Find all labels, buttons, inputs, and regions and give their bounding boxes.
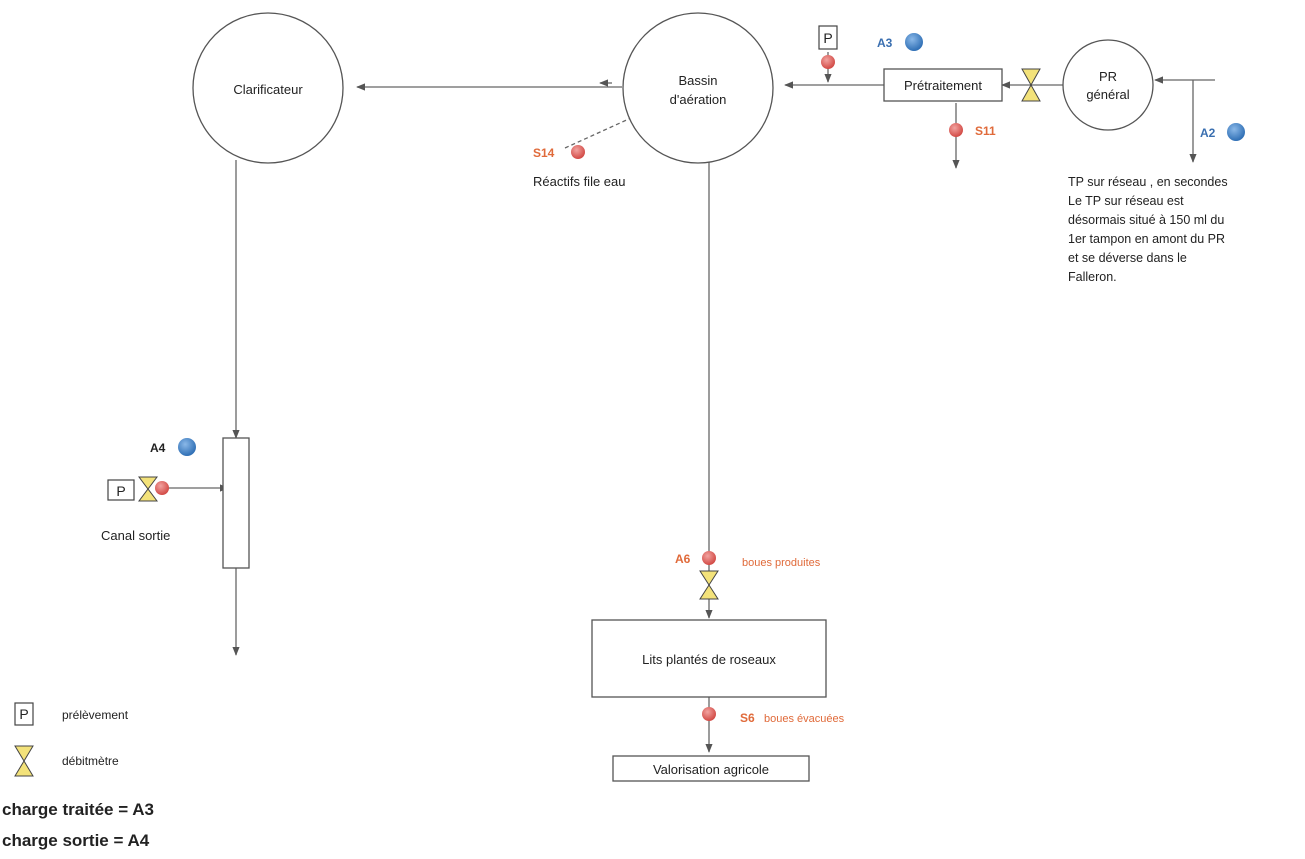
legend-prelevement-label: prélèvement	[62, 708, 129, 722]
svg-text:P: P	[116, 483, 125, 499]
pr-circle	[1062, 39, 1154, 131]
s14-point-icon	[571, 145, 585, 159]
flowmeter-icon-pretraitement	[1021, 68, 1041, 102]
bassin-circle	[622, 12, 774, 164]
a3-point-icon	[905, 33, 923, 51]
pr-label-line1: PR	[1099, 69, 1117, 84]
lits-label: Lits plantés de roseaux	[642, 652, 776, 667]
tp-note-line: Falleron.	[1068, 270, 1117, 284]
pretraitement-label: Prétraitement	[904, 78, 982, 93]
bassin-label-line1: Bassin	[678, 73, 717, 88]
boues-evacuees-label: boues évacuées	[764, 713, 845, 725]
a6-label: A6	[675, 552, 691, 566]
canal-sortie-box	[222, 437, 250, 569]
pr-label-line2: général	[1086, 87, 1129, 102]
canal-sample-point-icon	[155, 481, 169, 495]
tp-note: TP sur réseau , en secondes Le TP sur ré…	[1068, 175, 1228, 284]
boues-produites-label: boues produites	[742, 557, 821, 569]
pretraitement-box	[883, 68, 1003, 102]
clarificateur-label: Clarificateur	[233, 82, 303, 97]
svg-text:P: P	[19, 706, 28, 722]
tp-note-line: Le TP sur réseau est	[1068, 194, 1184, 208]
clarificateur-circle	[192, 12, 344, 164]
s11-point-icon	[949, 123, 963, 137]
a4-label: A4	[150, 441, 166, 455]
tp-note-line: et se déverse dans le	[1068, 251, 1187, 265]
tp-note-line: 1er tampon en amont du PR	[1068, 232, 1225, 246]
s11-label: S11	[975, 124, 996, 138]
a4-point-icon	[178, 438, 196, 456]
flowmeter-icon-boues	[699, 570, 719, 600]
p-sampler-icon-canal: P	[107, 479, 135, 501]
a3-label: A3	[877, 36, 893, 50]
s14-label: S14	[533, 146, 555, 160]
a2-point-icon	[1227, 123, 1245, 141]
valorisation-box	[612, 755, 810, 782]
a6-point-icon	[702, 551, 716, 565]
s6-point-icon	[702, 707, 716, 721]
p-sampler-icon-top: P	[818, 25, 838, 50]
tp-note-line: désormais situé à 150 ml du	[1068, 213, 1224, 227]
a2-label: A2	[1200, 126, 1216, 140]
canal-sortie-label: Canal sortie	[101, 528, 170, 543]
legend-charge-sortie: charge sortie = A4	[2, 831, 150, 850]
legend-p-icon: P	[14, 702, 34, 726]
flowmeter-icon-canal	[138, 476, 158, 502]
tp-note-line: TP sur réseau , en secondes	[1068, 175, 1228, 189]
legend-charge-traitee: charge traitée = A3	[2, 800, 154, 819]
legend-debitmetre-label: débitmètre	[62, 754, 119, 768]
s6-label: S6	[740, 711, 755, 725]
legend-flowmeter-icon	[14, 745, 34, 777]
lits-box	[591, 619, 827, 698]
svg-text:P: P	[823, 30, 832, 46]
bassin-label-line2: d'aération	[670, 92, 727, 107]
valorisation-label: Valorisation agricole	[653, 762, 769, 777]
legend: P prélèvement débitmètre charge traitée …	[2, 702, 154, 850]
reactifs-label: Réactifs file eau	[533, 174, 626, 189]
a3-sample-point-icon	[821, 55, 835, 69]
